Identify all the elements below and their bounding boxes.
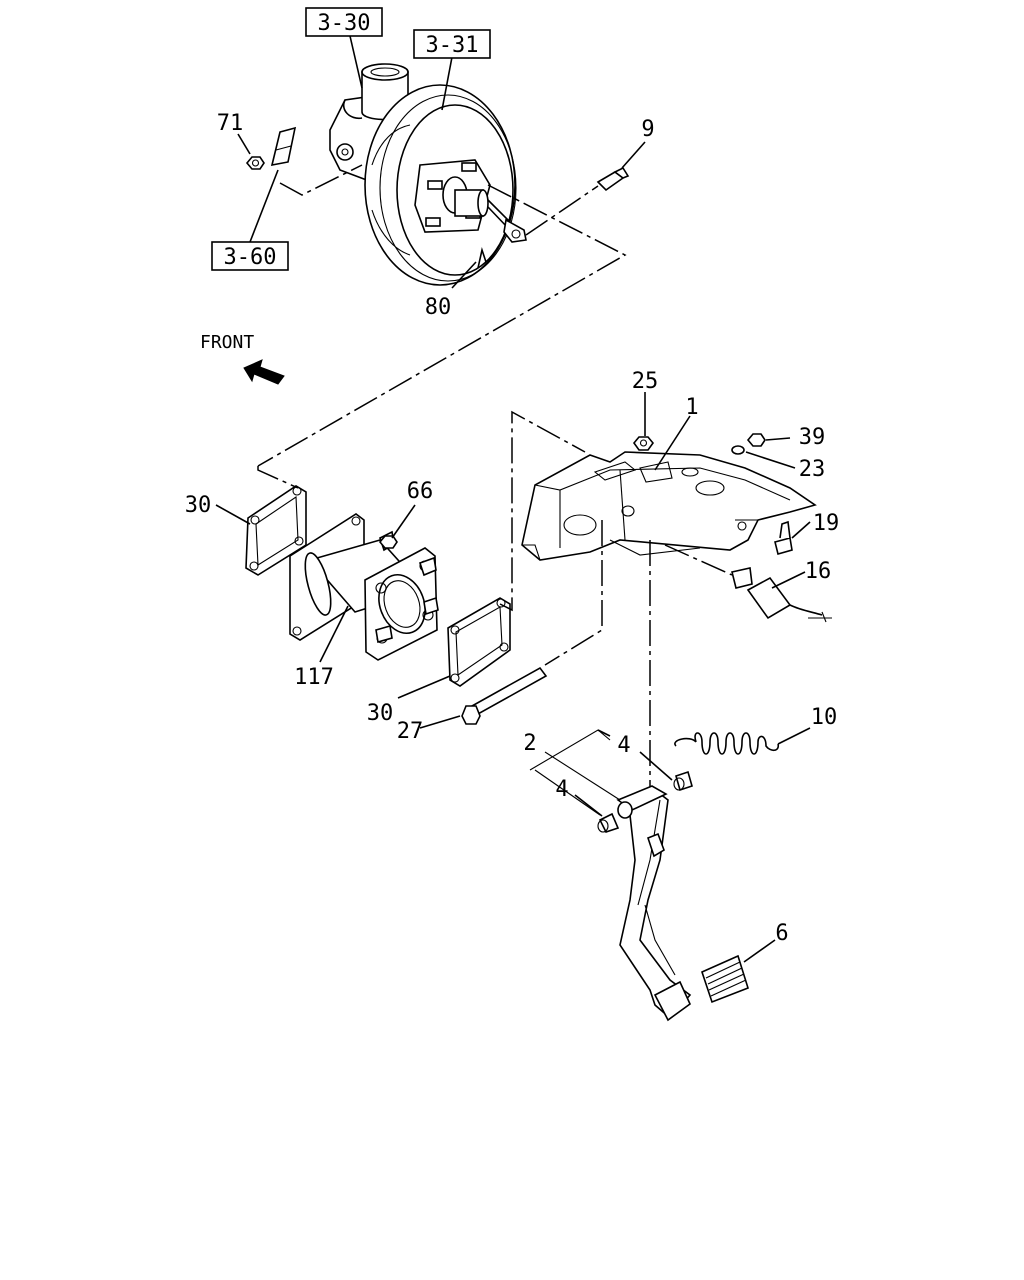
part-label-2: 2 xyxy=(523,731,536,756)
part-label-4-upper: 4 xyxy=(617,733,630,758)
spacer-gasket-illustration xyxy=(215,410,586,699)
front-label: FRONT xyxy=(200,332,254,353)
reference-label-3-60: 3-60 xyxy=(224,245,277,270)
part-label-19: 19 xyxy=(813,511,840,536)
part-label-4-lower: 4 xyxy=(555,777,568,802)
reference-box-3-31[interactable]: 3-31 xyxy=(413,29,491,59)
return-spring-illustration xyxy=(674,727,811,755)
part-label-39: 39 xyxy=(799,425,826,450)
part-label-30-left: 30 xyxy=(185,493,212,518)
part-label-117: 117 xyxy=(294,665,334,690)
reference-label-3-30: 3-30 xyxy=(318,11,371,36)
pedal-bracket-illustration xyxy=(521,392,832,790)
part-label-6: 6 xyxy=(775,921,788,946)
part-label-16: 16 xyxy=(805,559,832,584)
brake-booster-illustration xyxy=(237,35,646,467)
part-label-10: 10 xyxy=(811,705,838,730)
part-label-66: 66 xyxy=(407,479,434,504)
part-label-27: 27 xyxy=(397,719,424,744)
reference-box-3-30[interactable]: 3-30 xyxy=(305,7,383,37)
pivot-bolt-illustration xyxy=(419,666,548,729)
part-label-23: 23 xyxy=(799,457,826,482)
reference-box-3-60[interactable]: 3-60 xyxy=(211,241,289,271)
part-label-25: 25 xyxy=(632,369,659,394)
part-label-71: 71 xyxy=(217,111,244,136)
reference-label-3-31: 3-31 xyxy=(426,33,479,58)
brake-pedal-illustration xyxy=(529,729,776,1022)
part-label-1: 1 xyxy=(685,395,698,420)
part-label-80: 80 xyxy=(425,295,452,320)
front-direction-arrow xyxy=(243,359,285,385)
part-label-9: 9 xyxy=(641,117,654,142)
part-label-30-right: 30 xyxy=(367,701,394,726)
